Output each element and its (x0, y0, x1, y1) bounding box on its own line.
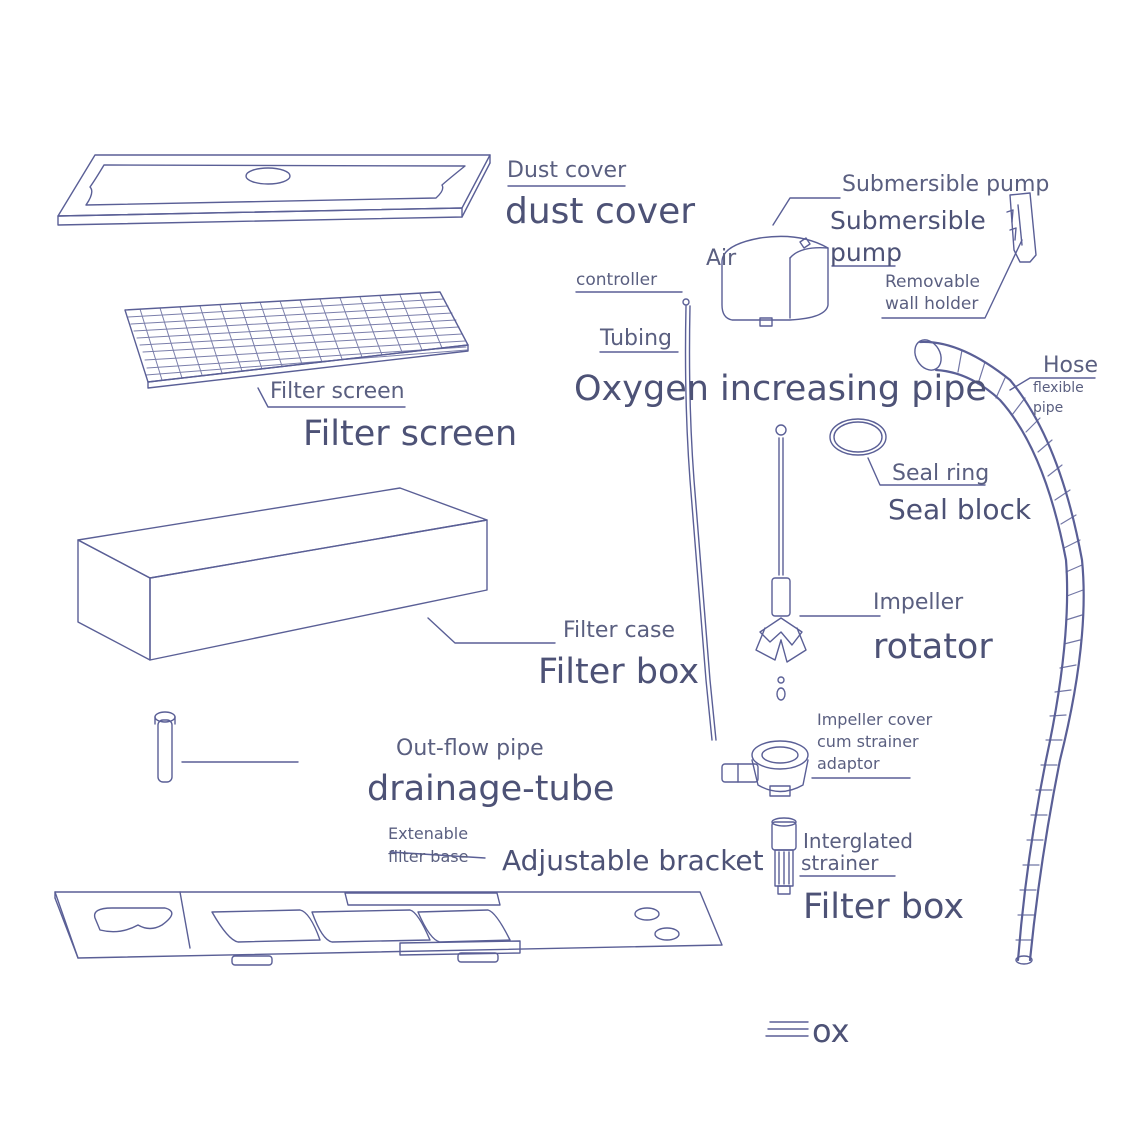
label-dust-cover: Dust cover (507, 158, 627, 183)
label-extenable-1: Extenable (388, 824, 469, 843)
label-hose: Hose (1043, 353, 1098, 378)
filter-case-leader (427, 617, 556, 644)
label-submersible-alt-1: Submersible (830, 206, 986, 235)
label-interglated-2: strainer (801, 851, 879, 875)
label-seal-ring: Seal ring (892, 461, 990, 486)
strainer-part (771, 817, 797, 895)
label-wall-holder-2: wall holder (885, 294, 979, 314)
wall-holder-leader (881, 239, 1023, 319)
label-submersible-pump: Submersible pump (842, 172, 1050, 197)
seal-ring-leader (867, 457, 986, 486)
label-filter-screen-alt: Filter screen (303, 414, 518, 454)
pump-leader (772, 197, 841, 226)
dust-cover-part (57, 154, 491, 226)
label-submersible-alt-2: pump (830, 238, 902, 267)
outflow-pipe-part (154, 711, 176, 783)
label-tubing: Tubing (600, 326, 673, 351)
seal-ring-part (829, 418, 887, 456)
label-extenable-2: filter base (388, 847, 469, 866)
extendable-leader (389, 851, 486, 859)
impeller-cover-part (721, 740, 809, 797)
label-impeller-cover-2: cum strainer (817, 732, 919, 751)
label-filter-screen: Filter screen (270, 379, 405, 404)
label-adjustable-bracket: Adjustable bracket (502, 844, 764, 877)
label-air: Air (706, 246, 737, 271)
label-impeller: Impeller (873, 590, 964, 615)
label-oxygen-pipe: Oxygen increasing pipe (574, 369, 987, 409)
label-impeller-cover-1: Impeller cover (817, 710, 933, 729)
filter-screen-leader (257, 387, 406, 408)
label-wall-holder-1: Removable (885, 272, 980, 292)
label-flexible-1: flexible (1033, 380, 1084, 396)
extendable-base-part (54, 891, 723, 966)
label-outflow-pipe: Out-flow pipe (396, 736, 544, 761)
label-seal-block: Seal block (888, 493, 1032, 526)
label-filter-box-2: Filter box (803, 887, 965, 927)
label-interglated-1: Interglated (803, 829, 913, 853)
label-controller: controller (576, 270, 658, 290)
tubing-part (682, 298, 717, 741)
label-drainage-tube: drainage-tube (367, 769, 615, 809)
label-impeller-cover-3: adaptor (817, 754, 880, 773)
filter-case-part (77, 487, 488, 661)
ox-leader (765, 1021, 809, 1037)
label-ox-fragment: ox (812, 1012, 850, 1050)
label-filter-case: Filter case (563, 618, 676, 643)
hose-leader (1009, 377, 1096, 391)
impeller-part (755, 424, 807, 701)
label-flexible-2: pipe (1033, 400, 1064, 416)
submersible-pump-part (721, 235, 829, 327)
flexible-hose-part (914, 339, 1085, 965)
label-rotator: rotator (873, 627, 993, 667)
label-dust-cover-alt: dust cover (505, 191, 696, 232)
wall-holder-part (1006, 192, 1037, 263)
label-filter-box: Filter box (538, 652, 700, 692)
filter-screen-part (124, 291, 469, 389)
